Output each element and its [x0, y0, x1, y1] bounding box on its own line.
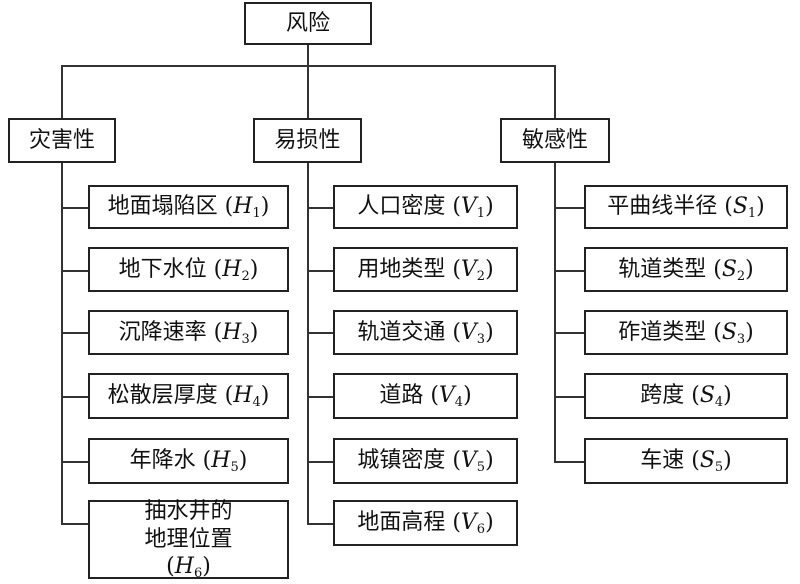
- indicator-node-v4: 道路 (V4): [333, 373, 518, 419]
- sensitivity-tick: [554, 396, 584, 398]
- connector-to-sensitivity: [554, 65, 556, 120]
- indicator-node-s4: 跨度 (S4): [584, 373, 788, 419]
- connector-root-down: [307, 44, 309, 66]
- root-label: 风险: [285, 10, 330, 36]
- indicator-label: 城镇密度 (V5): [357, 448, 494, 476]
- vulnerability-tick: [307, 523, 333, 525]
- hazard-tick: [61, 207, 88, 209]
- category-label: 敏感性: [521, 127, 588, 153]
- sensitivity-tick: [554, 207, 584, 209]
- indicator-label: 地面塌陷区 (H1): [107, 194, 270, 222]
- indicator-node-v6: 地面高程 (V6): [333, 500, 518, 546]
- hazard-tick: [61, 270, 88, 272]
- hazard-tick: [61, 332, 88, 334]
- connector-to-hazard: [61, 65, 63, 120]
- indicator-label: 平曲线半径 (S1): [607, 194, 765, 222]
- indicator-node-v2: 用地类型 (V2): [333, 247, 518, 292]
- indicator-node-h2: 地下水位 (H2): [88, 247, 289, 292]
- hazard-tick: [61, 396, 88, 398]
- indicator-label-line1: 抽水井的: [144, 499, 233, 525]
- indicator-label: 年降水 (H5): [129, 448, 248, 476]
- indicator-node-h3: 沉降速率 (H3): [88, 310, 289, 355]
- vulnerability-tick: [307, 396, 333, 398]
- vulnerability-tick: [307, 270, 333, 272]
- category-node-hazard: 灾害性: [8, 118, 116, 163]
- indicator-node-s1: 平曲线半径 (S1): [584, 185, 788, 229]
- hazard-spine: [61, 162, 63, 524]
- vulnerability-tick: [307, 207, 333, 209]
- indicator-label: 人口密度 (V1): [357, 194, 494, 222]
- indicator-label: 跨度 (S4): [640, 383, 732, 411]
- indicator-label: 道路 (V4): [379, 383, 472, 411]
- indicator-label-line2: 地理位置 (H6): [144, 526, 233, 582]
- connector-to-vulnerability: [307, 65, 309, 120]
- indicator-label: 车速 (S5): [640, 448, 732, 476]
- category-label: 灾害性: [28, 127, 95, 153]
- indicator-node-h5: 年降水 (H5): [88, 438, 289, 484]
- hazard-tick: [61, 461, 88, 463]
- category-node-sensitivity: 敏感性: [500, 118, 610, 163]
- indicator-label: 轨道类型 (S2): [618, 256, 754, 284]
- category-label: 易损性: [274, 127, 341, 153]
- vulnerability-tick: [307, 461, 333, 463]
- vulnerability-spine: [307, 162, 309, 524]
- indicator-node-s3: 砟道类型 (S3): [584, 310, 788, 355]
- indicator-node-s5: 车速 (S5): [584, 438, 788, 484]
- vulnerability-tick: [307, 332, 333, 334]
- indicator-node-s2: 轨道类型 (S2): [584, 247, 788, 292]
- indicator-node-h6: 抽水井的 地理位置 (H6): [88, 499, 289, 582]
- indicator-node-h4: 松散层厚度 (H4): [88, 373, 289, 419]
- sensitivity-spine: [554, 162, 556, 462]
- indicator-label: 沉降速率 (H3): [118, 319, 259, 347]
- root-node: 风险: [244, 2, 372, 45]
- indicator-label: 用地类型 (V2): [357, 256, 494, 284]
- indicator-label: 砟道类型 (S3): [618, 319, 754, 347]
- indicator-label: 地面高程 (V6): [357, 510, 494, 538]
- sensitivity-tick: [554, 332, 584, 334]
- indicator-label: 松散层厚度 (H4): [107, 383, 270, 411]
- hazard-tick: [61, 523, 88, 525]
- indicator-node-h1: 地面塌陷区 (H1): [88, 185, 289, 229]
- indicator-label: 轨道交通 (V3): [357, 319, 494, 347]
- sensitivity-tick: [554, 461, 584, 463]
- category-node-vulnerability: 易损性: [253, 118, 362, 163]
- indicator-node-v3: 轨道交通 (V3): [333, 310, 518, 355]
- indicator-label: 地下水位 (H2): [118, 256, 259, 284]
- sensitivity-tick: [554, 270, 584, 272]
- indicator-node-v1: 人口密度 (V1): [333, 185, 518, 229]
- indicator-node-v5: 城镇密度 (V5): [333, 438, 518, 484]
